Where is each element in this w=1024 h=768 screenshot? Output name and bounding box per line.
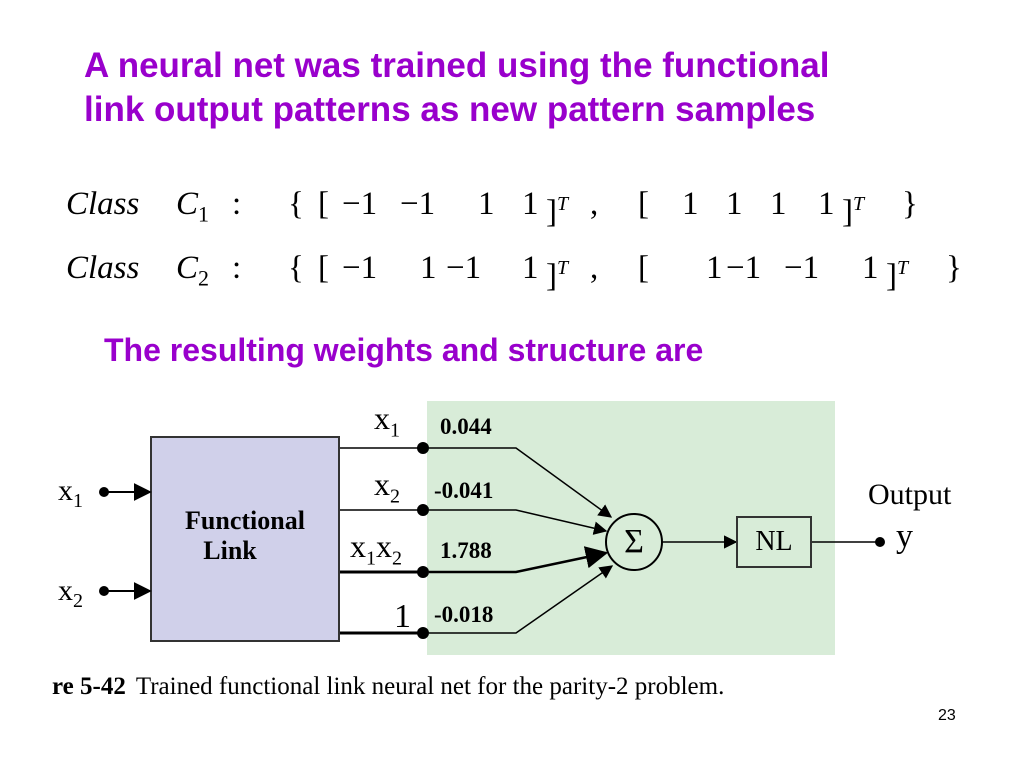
slide-title: A neural net was trained using the funct… [84,44,984,132]
output-node [875,537,885,547]
title-line-1: A neural net was trained using the funct… [84,46,830,85]
class-word: Class [66,186,140,222]
vector-value: 1 [818,186,835,222]
vector-value: 1 [420,250,437,286]
close-brace: } [902,186,918,222]
input-x2-node [99,586,109,596]
equation-class-2: Class C2 : { [ −1 1 −1 1 ]T , [ 1 −1 −1 … [66,246,966,294]
input-label-x1: x1 [58,474,83,512]
vector-value: −1 [342,250,378,286]
nonlinearity-box: NL [736,516,812,568]
functional-link-box [150,436,340,642]
title-line-2: link output patterns as new pattern samp… [84,90,816,129]
page-number: 23 [938,707,956,724]
weight-line-2 [429,509,608,535]
weight-line-3 [429,546,609,574]
expanded-label-x1x2: x1x2 [350,528,402,570]
equation-class-1: Class C1 : { [ −1 −1 1 1 ]T , [ 1 1 1 1 … [66,182,966,230]
open-brace: { [288,250,304,286]
vector-value: −1 [446,250,482,286]
vector-value: 1 [478,186,495,222]
output-symbol: y [896,518,913,555]
expanded-label-bias: 1 [394,598,411,635]
open-brace: { [288,186,304,222]
weight-4: -0.018 [434,602,494,627]
expanded-label-x1: x1 [374,400,400,442]
subtitle: The resulting weights and structure are [104,332,704,368]
summation-symbol: Σ [624,523,644,560]
node-2 [417,504,429,516]
node-1 [417,442,429,454]
weight-2: -0.041 [434,478,494,503]
vector-value: 1 [682,186,699,222]
weight-line-4 [429,565,614,634]
weight-line-1 [429,447,613,518]
vector-value: −1 [342,186,378,222]
vector-value: −1 [400,186,436,222]
expanded-label-x2: x2 [374,466,400,508]
weight-3: 1.788 [440,538,492,563]
output-label: Output [868,478,952,511]
class-symbol: C1 [176,186,210,227]
colon: : [232,250,242,286]
functional-link-label: Functional Link [185,506,305,565]
comma: , [590,250,599,286]
class-symbol: C2 [176,250,210,291]
close-brace: } [946,250,962,286]
class-word: Class [66,250,140,286]
vector-value: 1 [522,186,539,222]
vector-value: 1 [770,186,787,222]
colon: : [232,186,242,222]
vector-value: 1 [726,186,743,222]
input-label-x2: x2 [58,574,83,612]
vector-value: −1 [784,250,820,286]
node-3 [417,566,429,578]
comma: , [590,186,599,222]
vector-value: 1 [862,250,879,286]
weight-1: 0.044 [440,414,492,439]
vector-value: −1 [726,250,762,286]
vector-value: 1 [706,250,723,286]
vector-value: 1 [522,250,539,286]
node-4 [417,627,429,639]
input-x1-node [99,487,109,497]
